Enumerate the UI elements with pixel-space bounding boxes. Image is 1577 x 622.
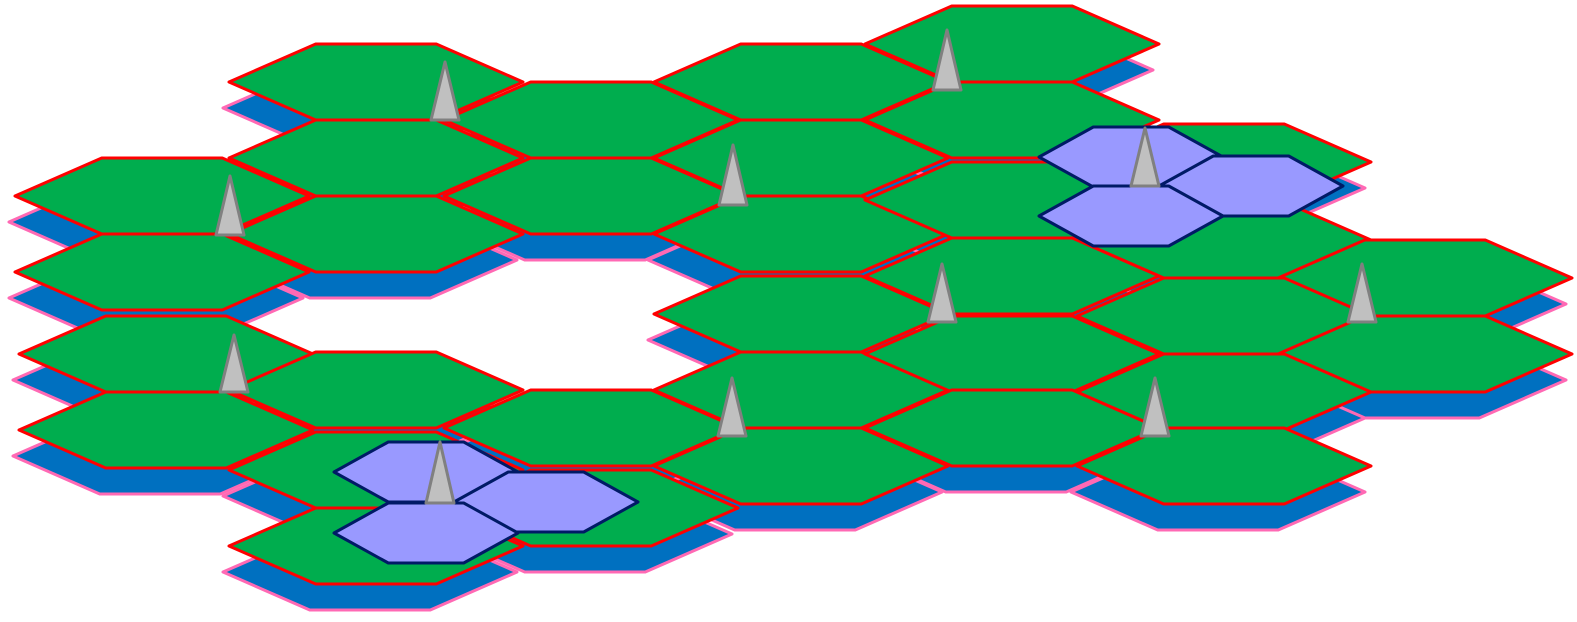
spike-marker — [716, 376, 748, 438]
spike-marker — [424, 440, 456, 505]
spike-marker — [931, 28, 963, 92]
spike-marker — [218, 333, 250, 394]
spike-marker — [429, 60, 461, 122]
spike-marker — [1346, 262, 1378, 324]
overlay-hexes-layer — [332, 125, 1345, 565]
tile-top — [227, 350, 525, 430]
spike-marker — [214, 174, 246, 237]
spike-markers-layer — [214, 28, 1378, 505]
overlay-hex — [1037, 184, 1225, 248]
tile-top — [227, 194, 525, 274]
spike-marker — [1129, 126, 1161, 188]
overlay-hex — [332, 501, 520, 565]
tile-top — [13, 232, 311, 312]
spike-marker — [1139, 376, 1171, 438]
spike-marker — [926, 262, 958, 324]
spike-marker — [717, 143, 749, 207]
tile-top — [17, 390, 315, 470]
